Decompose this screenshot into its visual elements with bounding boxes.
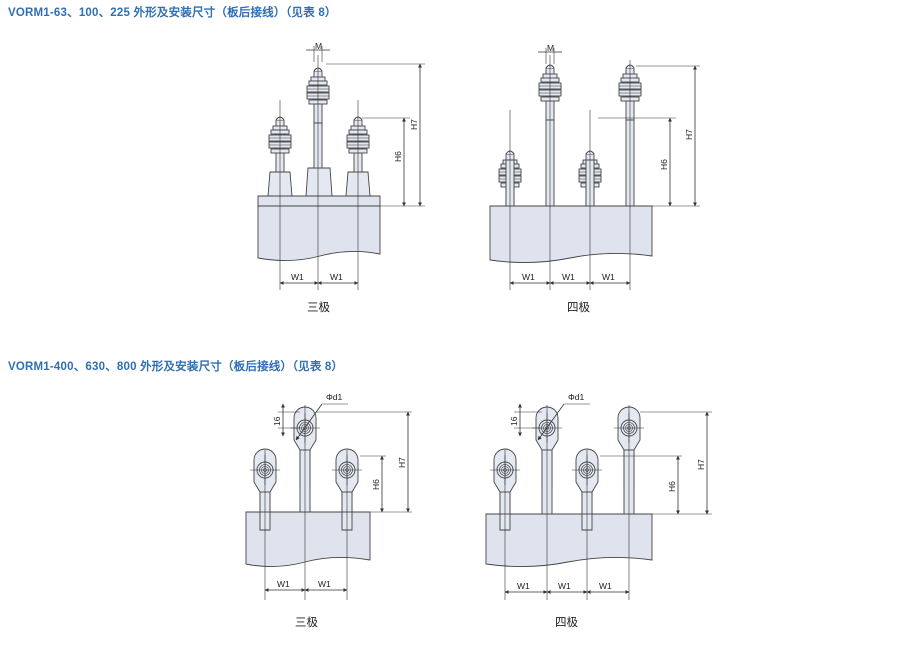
dim-w1: W1 bbox=[599, 581, 612, 591]
dim-m: M bbox=[547, 43, 554, 53]
caption-four-pole-top: 四极 bbox=[567, 302, 590, 314]
dim-h7: H7 bbox=[397, 457, 407, 468]
section-title-small-frame: VORM1-63、100、225 外形及安装尺寸（板后接线）（见表 8） bbox=[8, 7, 337, 19]
dim-w1: W1 bbox=[522, 272, 535, 282]
dim-w1: W1 bbox=[330, 272, 343, 282]
dim-phi-d1: Φd1 bbox=[326, 392, 343, 402]
dim-h7: H7 bbox=[696, 459, 706, 470]
caption-three-pole-bottom: 三极 bbox=[295, 617, 318, 629]
dim-h6: H6 bbox=[659, 159, 669, 170]
dim-h6: H6 bbox=[393, 151, 403, 162]
dim-w1: W1 bbox=[517, 581, 530, 591]
dim-w1: W1 bbox=[602, 272, 615, 282]
dim-w1: W1 bbox=[277, 579, 290, 589]
dim-h6: H6 bbox=[371, 479, 381, 490]
caption-three-pole-top: 三极 bbox=[307, 302, 330, 314]
dim-phi-d1: Φd1 bbox=[568, 392, 585, 402]
four-pole-stud-diagram: W1 W1 W1 M H6 H7 bbox=[489, 43, 700, 290]
dim-h7: H7 bbox=[409, 119, 419, 130]
dim-h7: H7 bbox=[684, 129, 694, 140]
dim-h6: H6 bbox=[667, 481, 677, 492]
dim-w1: W1 bbox=[291, 272, 304, 282]
caption-four-pole-bottom: 四极 bbox=[555, 617, 578, 629]
three-pole-lug-diagram: W1 W1 16 Φd1 H6 H7 bbox=[245, 392, 412, 600]
dim-w1: W1 bbox=[318, 579, 331, 589]
four-pole-lug-diagram: W1 W1 W1 16 Φd1 H6 H7 bbox=[485, 392, 712, 600]
dim-m: M bbox=[315, 41, 322, 51]
three-pole-stud-diagram: W1 W1 M H6 H7 bbox=[257, 41, 425, 290]
dim-w1: W1 bbox=[562, 272, 575, 282]
section-title-large-frame: VORM1-400、630、800 外形及安装尺寸（板后接线）（见表 8） bbox=[8, 361, 344, 373]
dim-16: 16 bbox=[509, 416, 519, 426]
dim-16: 16 bbox=[272, 416, 282, 426]
dim-w1: W1 bbox=[558, 581, 571, 591]
